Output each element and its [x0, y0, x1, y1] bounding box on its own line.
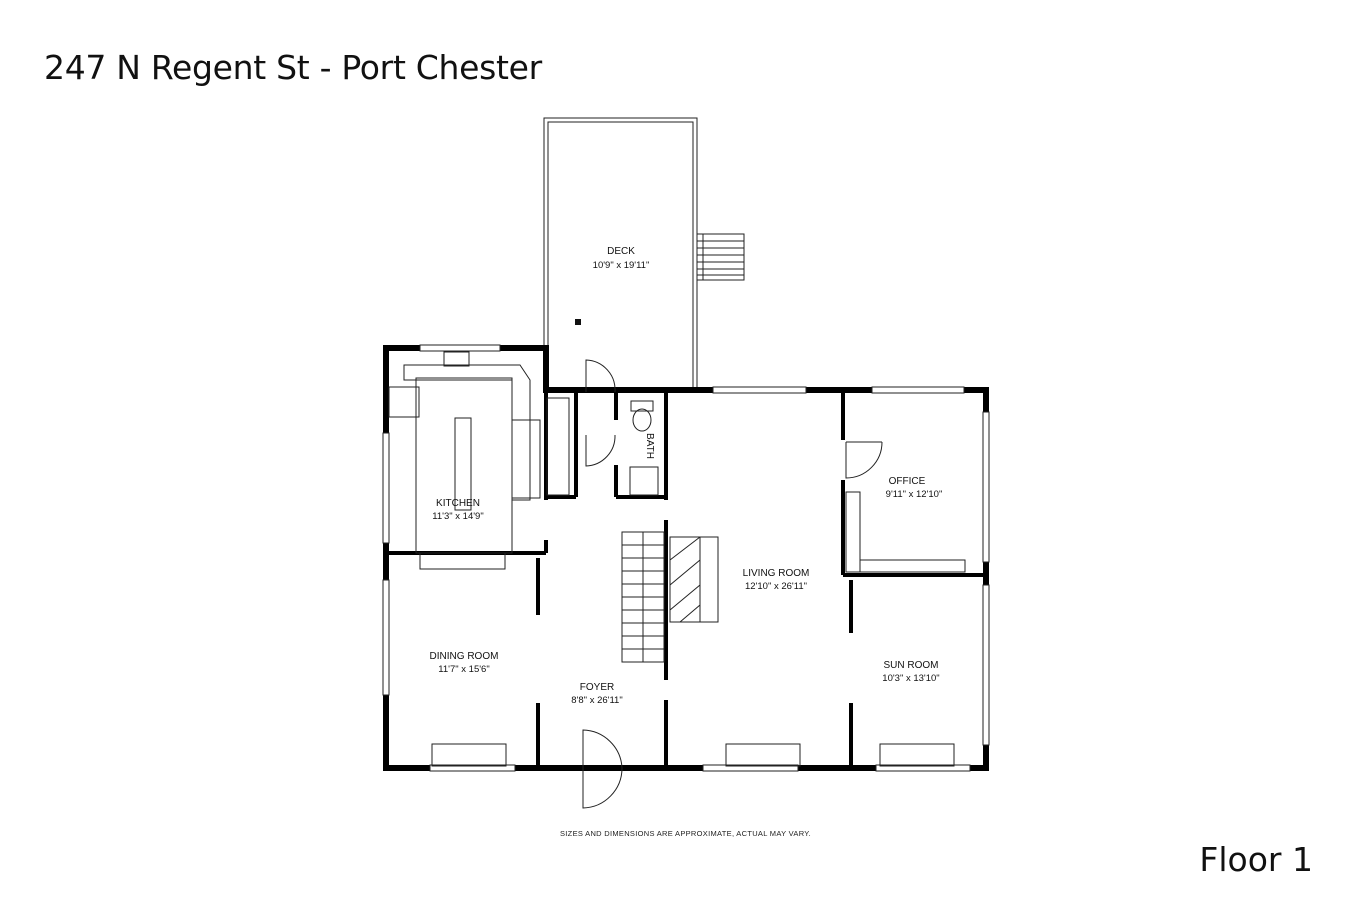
kitchen-fixtures: [388, 351, 541, 570]
windows: [382, 344, 990, 772]
page-title: 247 N Regent St - Port Chester: [44, 48, 542, 87]
office-label: OFFICE: [889, 476, 926, 487]
interior-walls: [386, 390, 986, 768]
stairs: [621, 531, 665, 663]
bath-label: BATH: [644, 433, 655, 459]
dining-room-dims: 11'7" x 15'6": [438, 664, 489, 675]
foyer-dims: 8'8" x 26'11": [571, 695, 622, 706]
sun-room-dims: 10'3" x 13'10": [882, 673, 939, 684]
kitchen-dims: 11'3" x 14'9": [432, 511, 483, 522]
office-dims: 9'11" x 12'10": [886, 489, 943, 500]
kitchen-label: KITCHEN: [436, 498, 480, 509]
living-room-label: LIVING ROOM: [743, 568, 810, 579]
office-builtins: [845, 491, 966, 573]
bath-fixtures: [546, 397, 659, 496]
exterior-walls: [383, 345, 989, 771]
deck: [543, 117, 745, 391]
living-room-dims: 12'10" x 26'11": [745, 581, 807, 592]
foyer-label: FOYER: [580, 682, 614, 693]
dining-room-label: DINING ROOM: [430, 651, 499, 662]
window-benches: [431, 743, 955, 767]
deck-steps: [696, 233, 745, 281]
floor-label: Floor 1: [1199, 840, 1313, 879]
deck-label: DECK: [607, 246, 635, 257]
deck-dims: 10'9" x 19'11": [593, 260, 650, 271]
fireplace: [669, 536, 719, 623]
sun-room-label: SUN ROOM: [884, 660, 939, 671]
disclaimer: SIZES AND DIMENSIONS ARE APPROXIMATE, AC…: [560, 829, 811, 838]
doors: [582, 359, 883, 809]
